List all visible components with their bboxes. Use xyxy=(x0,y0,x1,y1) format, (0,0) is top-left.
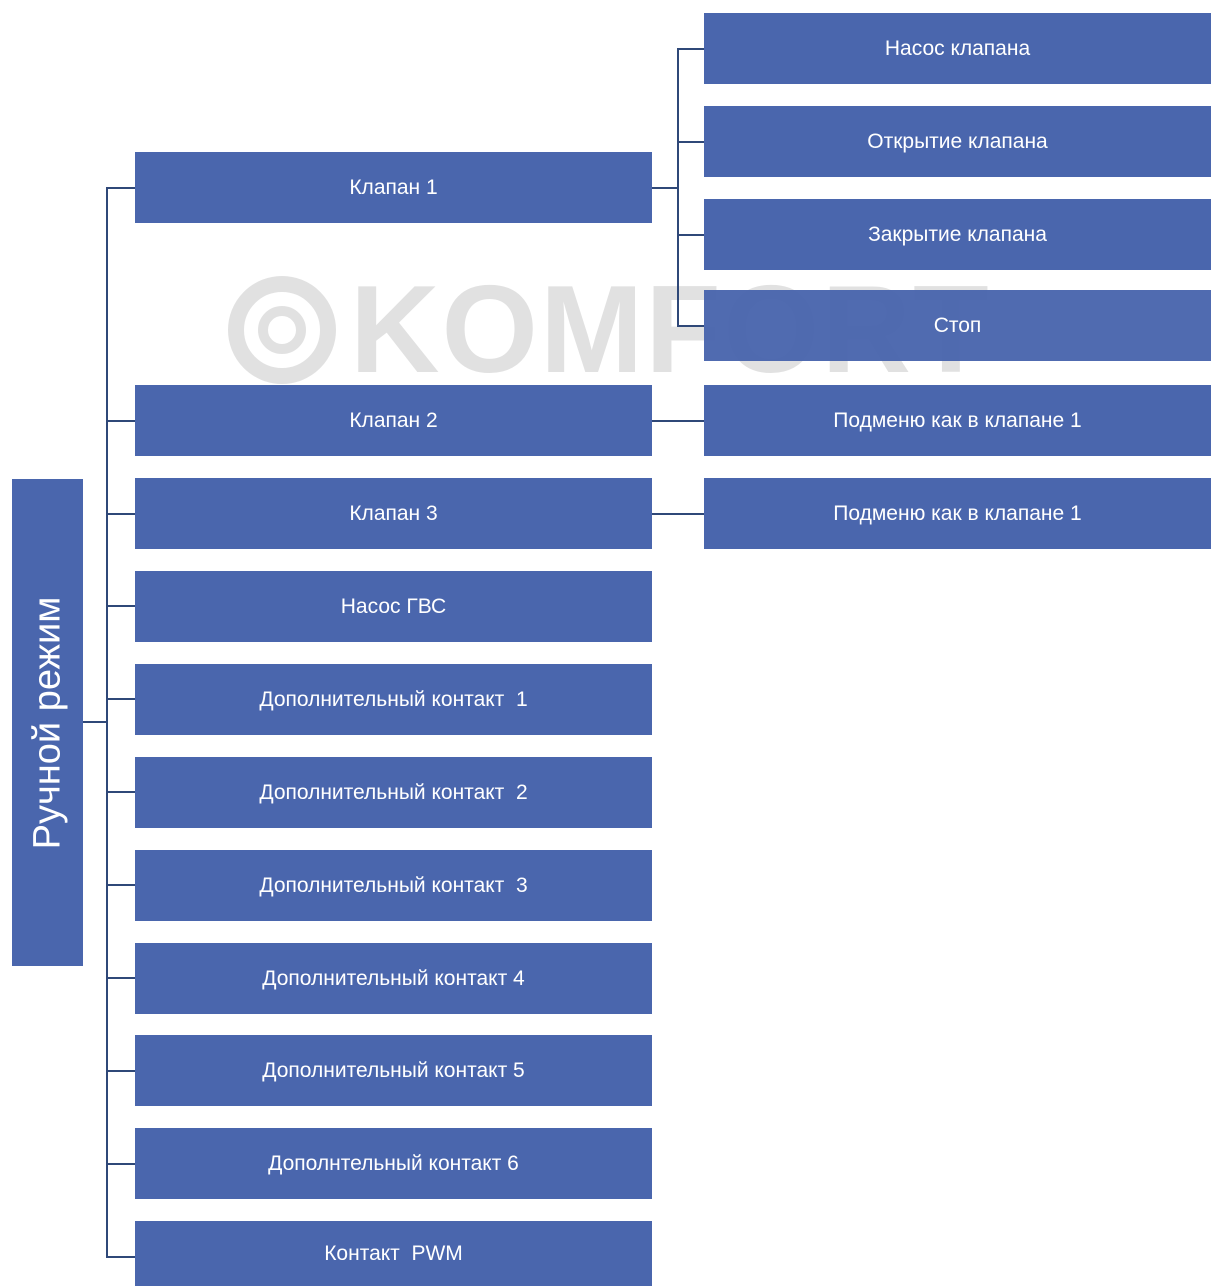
sub-branch-stub xyxy=(677,141,704,143)
komfort-logo-icon xyxy=(228,276,336,384)
valve1-connector xyxy=(652,187,678,189)
branch-stub xyxy=(106,698,135,700)
node-pwm-contact[interactable]: Контакт PWM xyxy=(135,1221,652,1286)
branch-stub xyxy=(106,513,135,515)
branch-stub xyxy=(106,1070,135,1072)
node-valve-1[interactable]: Клапан 1 xyxy=(135,152,652,223)
node-additional-contact-1[interactable]: Дополнительный контакт 1 xyxy=(135,664,652,735)
node-dhw-pump[interactable]: Насос ГВС xyxy=(135,571,652,642)
node-valve-open[interactable]: Открытие клапана xyxy=(704,106,1211,177)
level1-trunk xyxy=(106,187,108,1257)
branch-stub xyxy=(106,605,135,607)
valve1-sub-trunk xyxy=(677,48,679,326)
root-node-manual-mode[interactable]: Ручной режим xyxy=(12,479,83,966)
node-valve3-submenu[interactable]: Подменю как в клапане 1 xyxy=(704,478,1211,549)
node-additional-contact-5[interactable]: Дополнительный контакт 5 xyxy=(135,1035,652,1106)
sub-branch-stub xyxy=(677,234,704,236)
valve2-connector xyxy=(652,420,704,422)
node-valve-pump[interactable]: Насос клапана xyxy=(704,13,1211,84)
branch-stub xyxy=(106,977,135,979)
branch-stub xyxy=(106,1163,135,1165)
node-valve-stop[interactable]: Стоп xyxy=(704,290,1211,361)
branch-stub xyxy=(106,1256,135,1258)
node-valve2-submenu[interactable]: Подменю как в клапане 1 xyxy=(704,385,1211,456)
sub-branch-stub xyxy=(677,325,704,327)
branch-stub xyxy=(106,791,135,793)
node-additional-contact-2[interactable]: Дополнительный контакт 2 xyxy=(135,757,652,828)
branch-stub xyxy=(106,884,135,886)
node-valve-3[interactable]: Клапан 3 xyxy=(135,478,652,549)
sub-branch-stub xyxy=(677,48,704,50)
branch-stub xyxy=(106,420,135,422)
node-valve-close[interactable]: Закрытие клапана xyxy=(704,199,1211,270)
branch-stub xyxy=(106,187,135,189)
root-node-label: Ручной режим xyxy=(26,596,68,849)
node-additional-contact-4[interactable]: Дополнительный контакт 4 xyxy=(135,943,652,1014)
node-valve-2[interactable]: Клапан 2 xyxy=(135,385,652,456)
root-connector xyxy=(83,721,107,723)
node-additional-contact-6[interactable]: Дополнтельный контакт 6 xyxy=(135,1128,652,1199)
valve3-connector xyxy=(652,513,704,515)
node-additional-contact-3[interactable]: Дополнительный контакт 3 xyxy=(135,850,652,921)
